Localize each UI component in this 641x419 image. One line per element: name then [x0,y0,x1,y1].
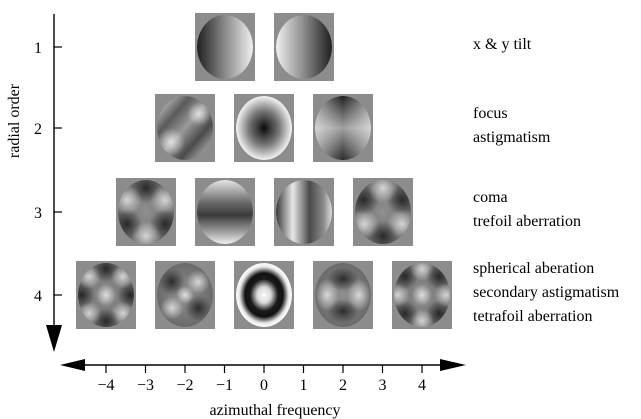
x-tick-label: 0 [260,377,268,394]
zernike-tile-4-4 [392,261,452,329]
x-ticks [105,365,423,373]
row-description: secondary astigmatism [473,284,620,301]
x-tick-label: 1 [300,377,308,394]
zernike-tile-1-m1 [195,13,255,81]
y-tick-label: 4 [34,288,42,305]
row-description: coma [473,189,508,206]
zernike-tile-2-0 [234,94,294,162]
zernike-tile-3-3 [353,178,413,246]
y-tick-labels: 1 2 3 4 [34,40,42,305]
x-tick-label: 4 [418,377,426,394]
zernike-tile-4-m2 [155,261,215,329]
zernike-tile-4-2 [313,261,373,329]
y-tick-label: 3 [34,205,42,222]
y-tick-label: 1 [34,40,42,57]
x-tick-label: −3 [137,377,154,394]
row-description: focus [473,105,508,122]
zernike-tile-3-1 [274,178,334,246]
x-tick-label: 3 [379,377,387,394]
x-tick-label: −1 [216,377,233,394]
zernike-tile-3-m3 [116,178,176,246]
row-descriptions: x & y tilt focus astigmatism coma trefoil ab… [473,36,620,325]
x-tick-label: 2 [339,377,347,394]
row-description: astigmatism [473,129,551,146]
zernike-tile-1-1 [274,13,334,81]
row-description: tetrafoil aberration [473,308,593,325]
x-axis-arrowhead-left [60,359,85,371]
x-axis [60,359,466,371]
row-description: trefoil aberration [473,213,581,230]
zernike-tiles [76,13,452,329]
row-description: x & y tilt [473,36,532,53]
zernike-tile-4-0 [234,261,294,329]
x-tick-label: −2 [176,377,193,394]
x-axis-arrowhead-right [440,359,466,371]
zernike-tile-3-m1 [195,178,255,246]
x-tick-label: −4 [97,377,114,394]
zernike-tile-4-m4 [76,261,136,329]
x-axis-label: azimuthal frequency [209,402,340,419]
y-axis [46,14,62,352]
zernike-tile-2-2 [313,94,373,162]
y-axis-arrowhead [46,325,62,352]
row-description: spherical aberation [473,260,594,277]
y-axis-label: radial order [6,83,23,158]
zernike-tile-2-m2 [155,94,215,162]
x-tick-labels: −4 −3 −2 −1 0 1 2 3 4 [97,377,426,394]
y-tick-label: 2 [34,121,42,138]
